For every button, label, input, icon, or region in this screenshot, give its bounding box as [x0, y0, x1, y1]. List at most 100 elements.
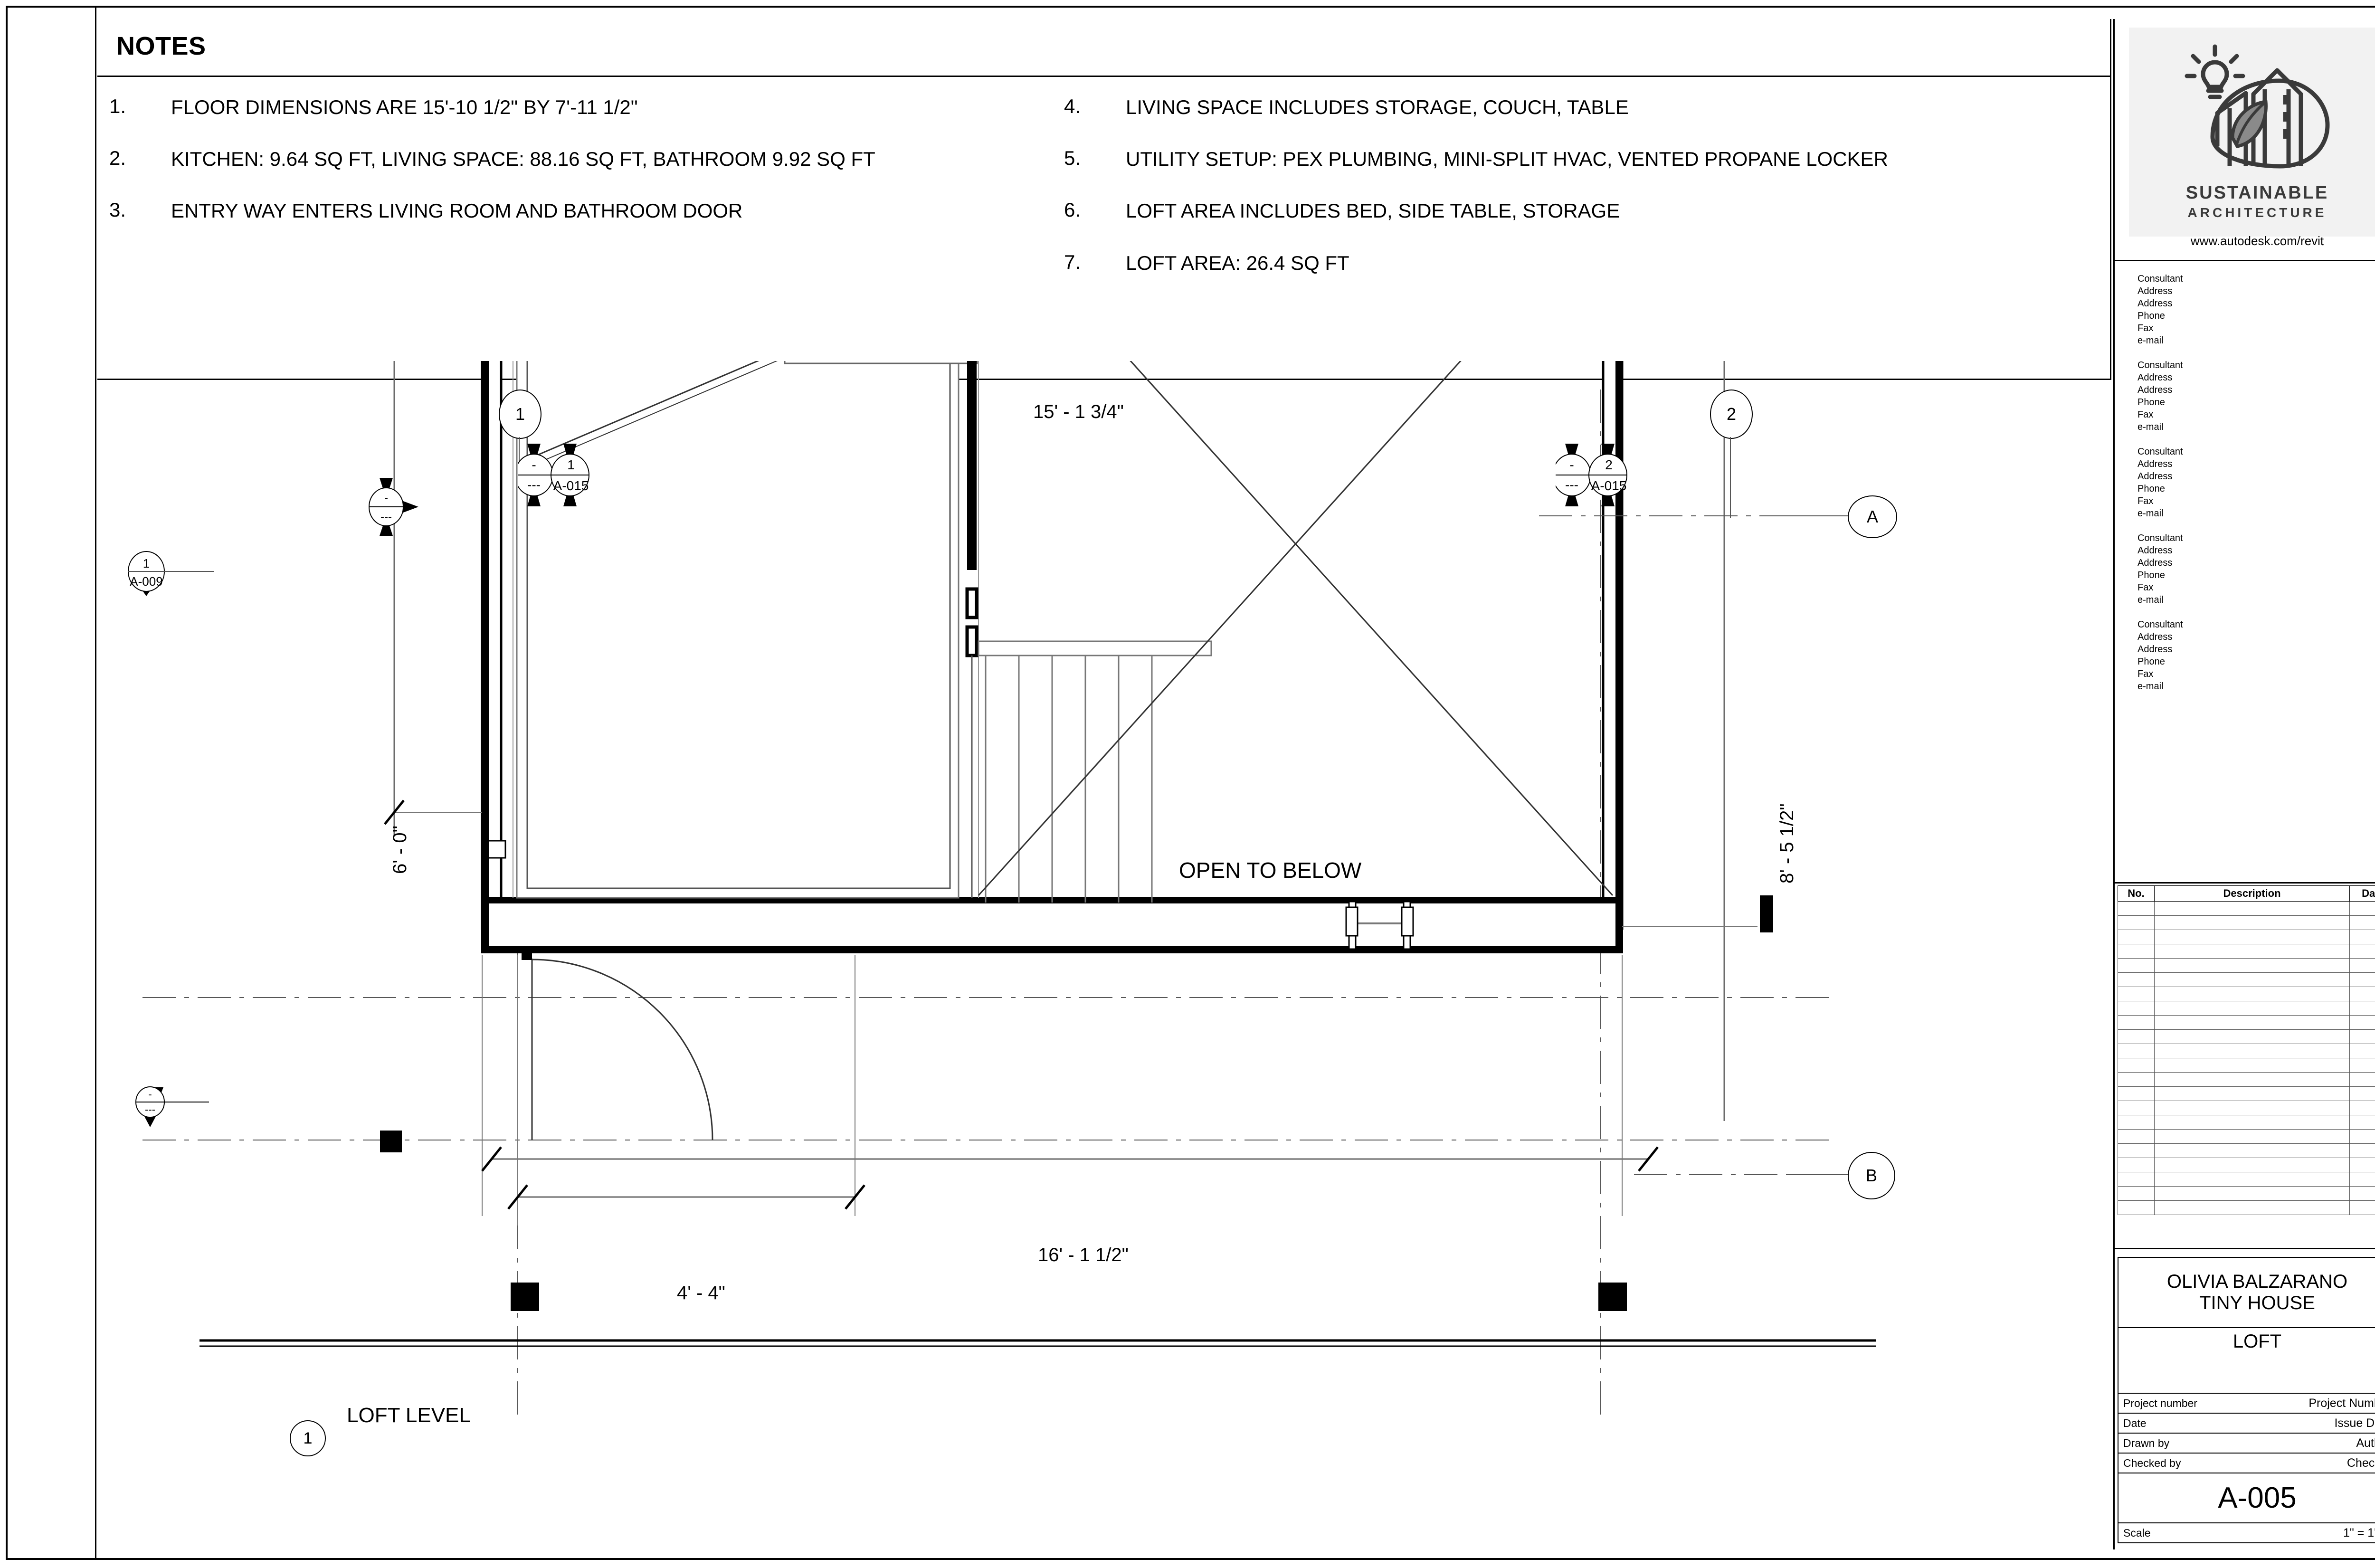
revision-row[interactable]: [2118, 972, 2375, 987]
sheet-border: [6, 6, 2375, 1560]
dimension-left-vertical: 6' - 0": [390, 826, 410, 874]
section-marker-top-left[interactable]: - --- 1 A-015: [518, 437, 660, 513]
sheet-number: A-005: [2118, 1473, 2375, 1523]
consultant-line: Phone: [2138, 397, 2165, 408]
consultant-line: Address: [2138, 644, 2173, 655]
revision-header-row: No. Description Date: [2118, 885, 2375, 902]
consultant-line: e-mail: [2138, 335, 2164, 346]
revision-row[interactable]: [2118, 1086, 2375, 1101]
revision-row[interactable]: [2118, 1015, 2375, 1030]
revision-row[interactable]: [2118, 1044, 2375, 1058]
revision-cell: [2349, 1129, 2375, 1144]
svg-text:1: 1: [567, 457, 575, 472]
note-item: 6. LOFT AREA INCLUDES BED, SIDE TABLE, S…: [1064, 199, 2100, 223]
logo-block: [2115, 19, 2375, 261]
revision-cell: [2349, 1143, 2375, 1158]
reference-extension-lines: [394, 812, 1758, 1226]
section-marker-left-lower[interactable]: - ---: [133, 1085, 209, 1157]
grid-bubble-2-label: 2: [1726, 404, 1737, 424]
revision-row[interactable]: [2118, 915, 2375, 930]
notes-column-left: 1. FLOOR DIMENSIONS ARE 15'-10 1/2" BY 7…: [109, 95, 1059, 251]
grid-bubble-A[interactable]: A: [1848, 495, 1897, 538]
grid-bubble-B[interactable]: B: [1848, 1152, 1895, 1199]
grid-bubble-B-label: B: [1865, 1166, 1877, 1185]
revision-row[interactable]: [2118, 1029, 2375, 1044]
revision-cell: [2349, 1058, 2375, 1073]
consultant-line: Fax: [2138, 496, 2154, 506]
section-marker-left-upper[interactable]: - ---: [359, 475, 425, 542]
checked-by-key: Checked by: [2123, 1456, 2181, 1469]
project-name-line2: TINY HOUSE: [2199, 1292, 2315, 1313]
revision-cell: [2154, 930, 2350, 944]
revision-row[interactable]: [2118, 944, 2375, 959]
revision-row[interactable]: [2118, 1001, 2375, 1016]
revision-cell: [2118, 1101, 2155, 1115]
revision-cell: [2154, 972, 2350, 987]
revision-cell: [2118, 1086, 2155, 1101]
project-name: OLIVIA BALZARANO TINY HOUSE: [2118, 1258, 2375, 1328]
logo-url: www.autodesk.com/revit: [2190, 234, 2324, 248]
revision-row[interactable]: [2118, 1200, 2375, 1215]
section-marker-top-right[interactable]: - --- 2 A-015: [1556, 437, 1698, 513]
revision-cell: [2118, 901, 2155, 916]
revision-row[interactable]: [2118, 1058, 2375, 1073]
sustainable-architecture-logo-icon: [2185, 44, 2330, 169]
revision-cell: [2154, 1001, 2350, 1016]
revision-cell: [2349, 1158, 2375, 1172]
revision-row[interactable]: [2118, 1186, 2375, 1201]
revision-row[interactable]: [2118, 987, 2375, 1001]
revision-cell: [2118, 1072, 2155, 1087]
revision-cell: [2154, 944, 2350, 959]
revision-cell: [2154, 1015, 2350, 1030]
grid-bubble-1[interactable]: 1: [499, 390, 542, 439]
revision-cell: [2349, 1200, 2375, 1215]
open-to-below-x: [978, 361, 1614, 896]
revision-cell: [2118, 1001, 2155, 1016]
revision-col-date: Date: [2349, 885, 2375, 902]
consultant-block: [2115, 261, 2375, 884]
revision-row[interactable]: [2118, 930, 2375, 944]
revision-row[interactable]: [2118, 1158, 2375, 1172]
sheet-name-text: LOFT: [2232, 1331, 2282, 1352]
grid-bubble-2[interactable]: 2: [1710, 390, 1753, 439]
loft-level-line: [200, 1339, 1876, 1347]
revision-row[interactable]: [2118, 1072, 2375, 1087]
checked-by-value: Checker: [2346, 1456, 2375, 1470]
revision-row[interactable]: [2118, 1101, 2375, 1115]
consultant-line: Consultant: [2138, 360, 2183, 371]
consultant-line: e-mail: [2138, 595, 2164, 605]
revision-col-desc: Description: [2154, 885, 2350, 902]
loft-guardrail: [965, 361, 978, 898]
revision-cell: [2349, 930, 2375, 944]
revision-row[interactable]: [2118, 1129, 2375, 1144]
revision-body: [2118, 901, 2375, 1215]
title-block: OLIVIA BALZARANO TINY HOUSE LOFT Project…: [2118, 1257, 2375, 1543]
revision-row[interactable]: [2118, 1115, 2375, 1130]
revision-cell: [2154, 1072, 2350, 1087]
project-number-value: Project Number: [2308, 1396, 2375, 1410]
revision-row[interactable]: [2118, 901, 2375, 916]
revision-cell: [2349, 987, 2375, 1001]
revision-cell: [2349, 1001, 2375, 1016]
titleblock-divider: [2113, 19, 2115, 1549]
revision-cell: [2118, 915, 2155, 930]
revision-cell: [2118, 972, 2155, 987]
dimension-top-overall: 15' - 1 3/4": [1033, 401, 1124, 422]
revision-row[interactable]: [2118, 1172, 2375, 1187]
svg-text:A-009: A-009: [130, 574, 162, 589]
consultant-line: Fax: [2138, 323, 2154, 333]
elevation-marker-A-009[interactable]: 1 A-009: [119, 549, 214, 634]
notes-title: NOTES: [116, 32, 206, 60]
revision-row[interactable]: [2118, 958, 2375, 973]
view-number-bubble[interactable]: 1: [290, 1420, 326, 1456]
consultant-line: Consultant: [2138, 533, 2183, 543]
scale-row: Scale 1" = 1'-0": [2118, 1523, 2375, 1543]
revision-row[interactable]: [2118, 1143, 2375, 1158]
revision-cell: [2118, 944, 2155, 959]
revision-cell: [2154, 1158, 2350, 1172]
revision-cell: [2154, 1143, 2350, 1158]
consultant-line: Address: [2138, 632, 2173, 642]
revision-cell: [2118, 1200, 2155, 1215]
revision-cell: [2349, 1086, 2375, 1101]
